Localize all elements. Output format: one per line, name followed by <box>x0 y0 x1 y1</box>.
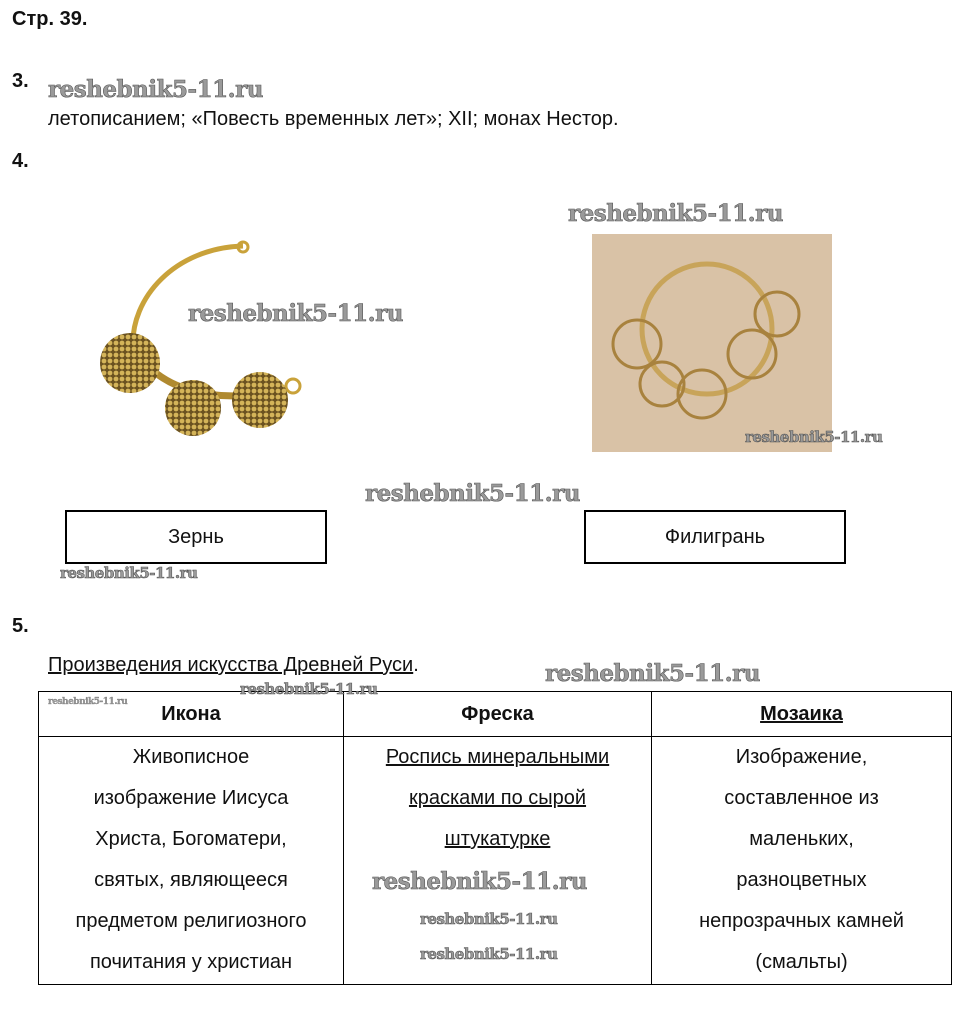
cell-line: почитания у христиан <box>89 951 293 973</box>
cell-line: Изображение, <box>735 746 868 768</box>
cell-line: святых, являющееся <box>94 869 288 891</box>
task-3-number: 3. <box>12 70 29 92</box>
watermark: reshebnik5-11.ru <box>420 910 559 929</box>
cell-line: красками по сырой <box>408 787 587 809</box>
filigree-earring-image <box>592 234 832 452</box>
label-box-filigree: Филигрань <box>584 510 846 564</box>
art-table: Икона Фреска Мозаика Живописное изображе… <box>38 691 952 985</box>
watermark: reshebnik5-11.ru <box>745 428 884 447</box>
watermark: reshebnik5-11.ru <box>188 300 404 328</box>
watermark: reshebnik5-11.ru <box>545 660 761 688</box>
task-5-title: Произведения искусства Древней Руси. <box>48 654 419 677</box>
cell-line: изображение Иисуса <box>93 787 289 809</box>
task-5-number: 5. <box>12 615 29 637</box>
header-mosaic: Мозаика <box>651 691 952 737</box>
table-header-row: Икона Фреска Мозаика <box>38 691 952 737</box>
watermark: reshebnik5-11.ru <box>365 480 581 508</box>
cell-line: Роспись минеральными <box>385 746 610 768</box>
cell-mosaic-definition: Изображение, составленное из маленьких, … <box>651 736 952 985</box>
label-box-granulation: Зернь <box>65 510 327 564</box>
watermark: reshebnik5-11.ru <box>240 680 379 699</box>
cell-line: (смальты) <box>755 951 848 973</box>
cell-line: маленьких, <box>749 828 854 850</box>
page-header: Стр. 39. <box>12 8 88 30</box>
task-5-title-suffix: . <box>413 654 419 676</box>
task-5-title-text: Произведения искусства Древней Руси <box>48 654 414 676</box>
watermark: reshebnik5-11.ru <box>568 200 784 228</box>
cell-line: предметом религиозного <box>75 910 307 932</box>
cell-line: составленное из <box>724 787 879 809</box>
watermark: reshebnik5-11.ru <box>372 868 588 896</box>
table-row: Живописное изображение Иисуса Христа, Бо… <box>38 736 952 985</box>
watermark: reshebnik5-11.ru <box>420 945 559 964</box>
cell-fresco-definition: Роспись минеральными красками по сырой ш… <box>343 736 652 985</box>
cell-line: разноцветных <box>736 869 867 891</box>
granulation-earring-image <box>100 240 302 436</box>
header-mosaic-text: Мозаика <box>760 702 843 725</box>
watermark: reshebnik5-11.ru <box>48 76 264 104</box>
cell-line: Живописное <box>132 746 250 768</box>
cell-icon-definition: Живописное изображение Иисуса Христа, Бо… <box>38 736 344 985</box>
header-icon: Икона <box>38 691 344 737</box>
task-4-number: 4. <box>12 150 29 172</box>
task-3-answer: летописанием; «Повесть временных лет»; X… <box>48 108 619 130</box>
header-fresco: Фреска <box>343 691 652 737</box>
cell-line: Христа, Богоматери, <box>95 828 287 850</box>
cell-line: непрозрачных камней <box>699 910 904 932</box>
watermark: reshebnik5-11.ru <box>60 564 199 583</box>
cell-line: штукатурке <box>444 828 551 850</box>
watermark: reshebnik5-11.ru <box>48 697 128 707</box>
